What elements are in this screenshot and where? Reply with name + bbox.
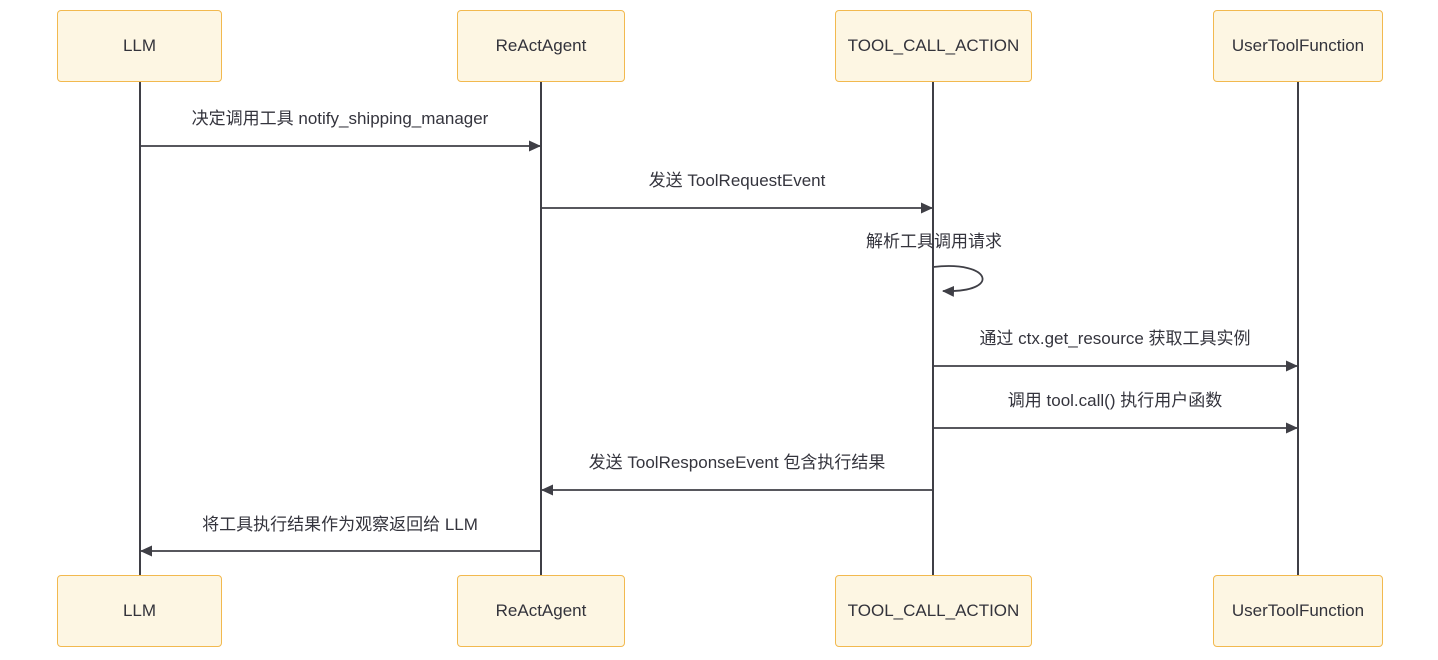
actor-label-llm-top: LLM [122, 36, 157, 55]
actor-box-tool-call-action-top: TOOL_CALL_ACTION [835, 10, 1032, 82]
actor-label-react-agent-top: ReActAgent [495, 36, 587, 55]
actor-box-react-agent-bottom: ReActAgent [457, 575, 625, 647]
message-3-label: 解析工具调用请求 [866, 232, 1002, 251]
actor-label-user-tool-function-top: UserToolFunction [1231, 36, 1365, 55]
actor-box-llm-top: LLM [57, 10, 222, 82]
actor-label-user-tool-function-bottom: UserToolFunction [1231, 601, 1365, 620]
message-4-label: 通过 ctx.get_resource 获取工具实例 [979, 329, 1251, 348]
message-2-label: 发送 ToolRequestEvent [648, 171, 826, 190]
self-loop-arrow [932, 265, 984, 297]
message-1-label: 决定调用工具 notify_shipping_manager [191, 109, 489, 128]
actor-box-user-tool-function-bottom: UserToolFunction [1213, 575, 1383, 647]
message-6-label: 发送 ToolResponseEvent 包含执行结果 [588, 453, 886, 472]
actor-label-react-agent-bottom: ReActAgent [495, 601, 587, 620]
actor-box-user-tool-function-top: UserToolFunction [1213, 10, 1383, 82]
actor-label-tool-call-action-top: TOOL_CALL_ACTION [847, 36, 1020, 55]
message-7-label: 将工具执行结果作为观察返回给 LLM [202, 515, 478, 534]
actor-label-tool-call-action-bottom: TOOL_CALL_ACTION [847, 601, 1020, 620]
actor-box-llm-bottom: LLM [57, 575, 222, 647]
actor-box-tool-call-action-bottom: TOOL_CALL_ACTION [835, 575, 1032, 647]
actor-label-llm-bottom: LLM [122, 601, 157, 620]
message-5-label: 调用 tool.call() 执行用户函数 [1007, 391, 1223, 410]
actor-box-react-agent-top: ReActAgent [457, 10, 625, 82]
